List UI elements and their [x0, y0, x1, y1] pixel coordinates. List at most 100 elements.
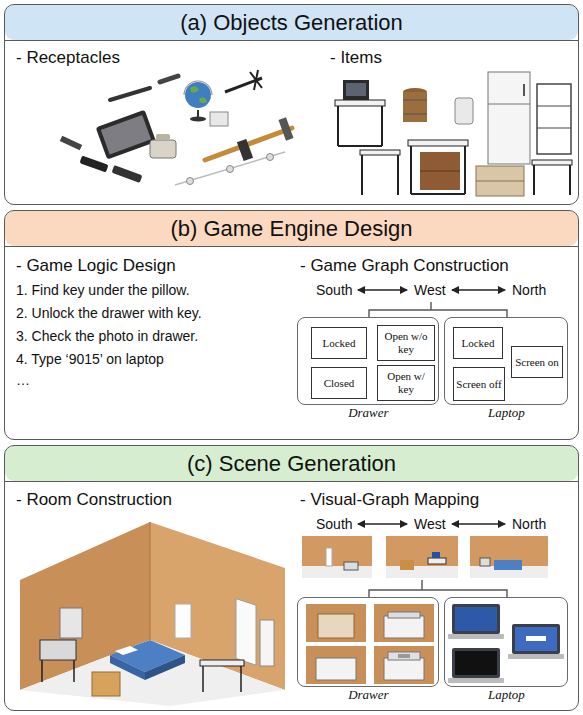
- laptop-render: [455, 607, 497, 631]
- state-box: Open w/o key: [377, 325, 435, 361]
- header-band: [5, 211, 578, 246]
- object-renders: [96, 110, 156, 160]
- furniture-renders: [488, 72, 530, 164]
- state-box: Locked: [453, 327, 503, 359]
- laptop-render: [448, 604, 564, 683]
- object-renders: [227, 166, 234, 173]
- section-header: (a) Objects Generation: [5, 5, 578, 41]
- bracket-line: [369, 580, 507, 598]
- state-text: Screen on: [515, 356, 559, 369]
- direction-label: West: [414, 282, 446, 298]
- drawer-render: [306, 604, 366, 642]
- view-thumbnail: [386, 536, 458, 566]
- group-label: Laptop: [445, 687, 567, 703]
- direction-arrows: [452, 523, 505, 525]
- section-header: (c) Scene Generation: [5, 446, 578, 482]
- object-renders: [156, 134, 170, 140]
- laptop-render: [508, 654, 564, 659]
- furniture-renders: [335, 100, 385, 106]
- object-renders: [190, 86, 207, 103]
- view-thumbnail: [428, 558, 446, 564]
- drawer-render: [316, 658, 356, 680]
- furniture-renders: [455, 98, 473, 124]
- object-group: LaptopLockedScreen onScreen off: [444, 317, 568, 405]
- subsection-title: - Game Logic Design: [16, 256, 176, 276]
- view-thumbnail: [386, 566, 458, 578]
- group-label: Drawer: [298, 687, 438, 703]
- state-text: Open w/ key: [380, 370, 432, 395]
- room-render: [92, 672, 120, 696]
- direction-label: West: [414, 516, 446, 532]
- view-thumbnail: [480, 558, 490, 566]
- view-thumbnail: [494, 560, 522, 570]
- direction-label: North: [512, 282, 546, 298]
- furniture-renders: [338, 106, 382, 146]
- furniture-renders: [403, 114, 427, 115]
- laptop-render: [455, 651, 497, 675]
- state-text: Closed: [324, 377, 355, 390]
- furniture-renders: [420, 171, 460, 172]
- object-renders: [237, 139, 253, 161]
- state-box: Closed: [311, 367, 367, 399]
- room-render: [203, 666, 241, 692]
- laptop-render: [512, 624, 560, 654]
- drawer-render: [374, 604, 434, 642]
- furniture-renders: [360, 150, 400, 155]
- drawer-render: [388, 612, 420, 618]
- object-renders: [60, 70, 294, 185]
- furniture-renders: [335, 72, 572, 196]
- section-header: (b) Game Engine Design: [5, 211, 578, 247]
- subsection-title: - Items: [330, 48, 382, 68]
- object-renders: [160, 76, 178, 82]
- header-band: [5, 446, 578, 481]
- group-label: Laptop: [445, 405, 567, 421]
- furniture-renders: [403, 100, 427, 101]
- header-band: [5, 5, 578, 40]
- state-text: Locked: [322, 337, 355, 350]
- drawer-render: [374, 646, 434, 684]
- laptop-render: [526, 636, 546, 641]
- direction-arrows: [358, 289, 407, 291]
- object-renders: [278, 117, 293, 140]
- section-panel: (b) Game Engine DesignDrawerLockedOpen w…: [4, 210, 579, 440]
- drawer-render: [384, 616, 424, 638]
- state-text: Locked: [461, 337, 494, 350]
- subsection-title: - Room Construction: [16, 490, 172, 510]
- object-renders: [190, 117, 206, 122]
- logic-step: 4. Type ‘9015’ on laptop: [16, 351, 164, 367]
- furniture-renders: [362, 155, 398, 195]
- room-render: [42, 660, 74, 682]
- object-renders: [267, 154, 274, 161]
- logic-step: 2. Unlock the drawer with key.: [16, 305, 202, 321]
- direction-label: South: [316, 516, 353, 532]
- subsection-title: - Receptacles: [16, 48, 120, 68]
- furniture-renders: [403, 92, 427, 122]
- state-text: Open w/o key: [380, 330, 432, 355]
- header-band: [5, 5, 578, 481]
- furniture-renders: [488, 104, 530, 105]
- object-renders: [250, 70, 262, 90]
- section-panel: (c) Scene GenerationDrawer Laptop: [4, 445, 579, 711]
- state-text: Screen off: [456, 378, 501, 391]
- furniture-renders: [532, 160, 572, 165]
- room-render: [200, 660, 244, 666]
- view-thumbnail: [302, 536, 548, 578]
- object-group: DrawerLockedOpen w/o keyClosedOpen w/ ke…: [297, 317, 439, 405]
- section-panel: (a) Objects Generation: [4, 4, 579, 205]
- room-render: [20, 522, 285, 706]
- furniture-renders: [476, 181, 524, 182]
- furniture-renders: [408, 140, 468, 146]
- object-renders: [150, 140, 176, 158]
- furniture-renders: [537, 128, 571, 129]
- room-render: [236, 599, 256, 665]
- furniture-renders: [534, 165, 570, 195]
- furniture-renders: [346, 83, 366, 96]
- view-thumbnail: [302, 536, 372, 566]
- group-label: Drawer: [298, 405, 438, 421]
- furniture-renders: [411, 146, 465, 194]
- view-thumbnail: [344, 562, 358, 570]
- laptop-render: [515, 627, 557, 651]
- state-box: Locked: [311, 327, 367, 359]
- room-render: [175, 604, 191, 638]
